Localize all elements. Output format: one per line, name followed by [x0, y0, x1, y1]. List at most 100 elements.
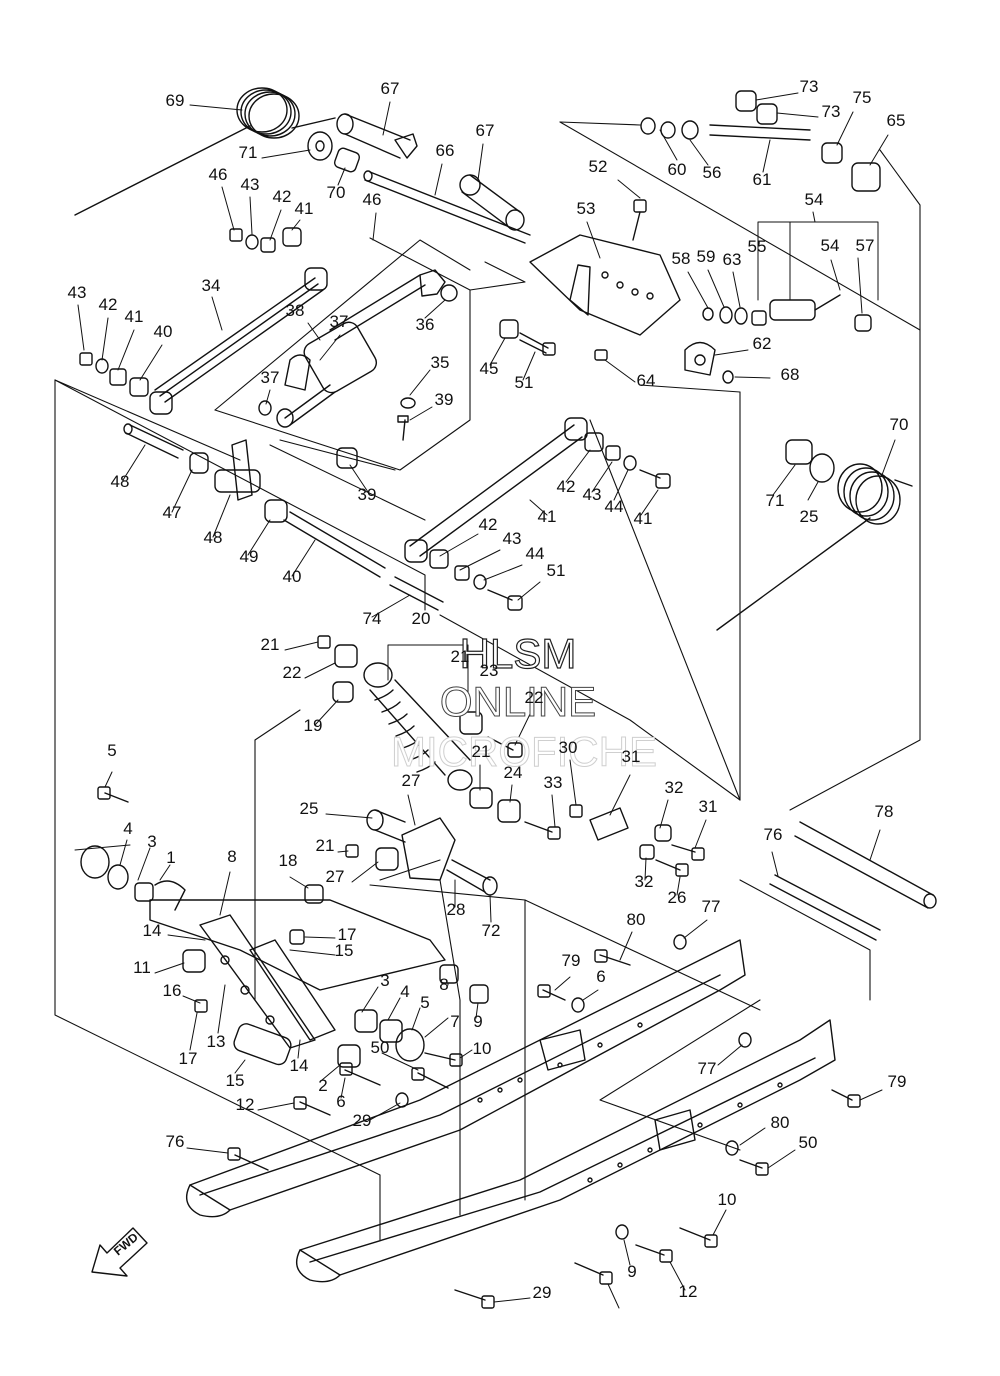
- part-callout-70: 70: [890, 415, 909, 434]
- part-callout-78: 78: [875, 802, 894, 821]
- part-callout-41: 41: [634, 509, 653, 528]
- part-callout-76: 76: [166, 1132, 185, 1151]
- part-callout-76: 76: [764, 825, 783, 844]
- part-callout-4: 4: [123, 819, 132, 838]
- part-callout-68: 68: [781, 365, 800, 384]
- part-callout-25: 25: [300, 799, 319, 818]
- part-callout-54: 54: [821, 236, 840, 255]
- part-callout-43: 43: [68, 283, 87, 302]
- part-callout-43: 43: [503, 529, 522, 548]
- part-callout-73: 73: [800, 77, 819, 96]
- part-callout-38: 38: [286, 301, 305, 320]
- part-callout-72: 72: [482, 921, 501, 940]
- part-callout-71: 71: [766, 491, 785, 510]
- rod-51-upper: [123, 423, 184, 459]
- part-callout-41: 41: [295, 199, 314, 218]
- part-callout-6: 6: [336, 1092, 345, 1111]
- part-callout-55: 55: [748, 237, 767, 256]
- part-callout-31: 31: [699, 797, 718, 816]
- part-callout-37: 37: [330, 312, 349, 331]
- part-callout-5: 5: [107, 741, 116, 760]
- part-callout-61: 61: [753, 170, 772, 189]
- fwd-arrow-icon: [91, 1227, 148, 1277]
- part-callout-36: 36: [416, 315, 435, 334]
- part-callout-46: 46: [209, 165, 228, 184]
- part-callout-44: 44: [526, 544, 545, 563]
- part-callout-43: 43: [583, 485, 602, 504]
- part-callout-73: 73: [822, 102, 841, 121]
- part-callout-42: 42: [479, 515, 498, 534]
- part-callout-77: 77: [698, 1059, 717, 1078]
- part-callout-70: 70: [327, 183, 346, 202]
- rocker-arm-26: [366, 809, 498, 896]
- part-callout-52: 52: [589, 157, 608, 176]
- part-callout-57: 57: [856, 236, 875, 255]
- part-callout-16: 16: [163, 981, 182, 1000]
- part-callout-41: 41: [538, 507, 557, 526]
- part-callout-9: 9: [627, 1262, 636, 1281]
- part-callout-13: 13: [207, 1032, 226, 1051]
- part-callout-42: 42: [273, 187, 292, 206]
- rear-shock-19: [363, 662, 473, 791]
- part-callout-32: 32: [665, 778, 684, 797]
- part-callout-51: 51: [547, 561, 566, 580]
- link-arm-40-lower: [404, 417, 588, 563]
- part-callout-42: 42: [99, 295, 118, 314]
- mount-bracket-52: [529, 234, 681, 336]
- part-callout-17: 17: [179, 1049, 198, 1068]
- part-callout-80: 80: [627, 910, 646, 929]
- part-callout-69: 69: [166, 91, 185, 110]
- torsion-spring-right: [716, 463, 913, 631]
- part-callout-14: 14: [290, 1056, 309, 1075]
- part-callout-28: 28: [447, 900, 466, 919]
- part-callout-39: 39: [358, 485, 377, 504]
- part-callout-75: 75: [853, 88, 872, 107]
- part-callout-10: 10: [718, 1190, 737, 1209]
- part-callout-34: 34: [202, 276, 221, 295]
- part-callout-67: 67: [381, 79, 400, 98]
- part-callout-77: 77: [702, 897, 721, 916]
- part-callout-64: 64: [637, 371, 656, 390]
- part-callout-7: 7: [450, 1012, 459, 1031]
- part-callout-22: 22: [525, 688, 544, 707]
- part-callout-62: 62: [753, 334, 772, 353]
- watermark-line-2: ONLINE: [440, 678, 596, 725]
- hardware-stack-upper: [229, 227, 302, 253]
- part-callout-21: 21: [261, 635, 280, 654]
- part-callout-47: 47: [163, 503, 182, 522]
- part-callout-43: 43: [241, 175, 260, 194]
- part-callout-32: 32: [635, 872, 654, 891]
- watermark-line-3: MICROFICHE: [391, 728, 657, 775]
- part-callout-66: 66: [436, 141, 455, 160]
- part-callout-3: 3: [147, 832, 156, 851]
- part-callout-49: 49: [240, 547, 259, 566]
- part-callout-60: 60: [668, 160, 687, 179]
- part-callout-20: 20: [412, 609, 431, 628]
- part-callout-2: 2: [318, 1076, 327, 1095]
- part-callout-37: 37: [261, 368, 280, 387]
- part-callout-5: 5: [420, 993, 429, 1012]
- part-callout-74: 74: [363, 609, 382, 628]
- part-callout-24: 24: [504, 763, 523, 782]
- part-callout-21: 21: [316, 836, 335, 855]
- part-callout-40: 40: [283, 567, 302, 586]
- torsion-spring-left: [74, 87, 336, 216]
- part-callout-10: 10: [473, 1039, 492, 1058]
- part-callout-11: 11: [133, 958, 151, 977]
- part-callout-29: 29: [533, 1283, 552, 1302]
- front-arm-assembly: [80, 786, 489, 1068]
- part-callout-4: 4: [400, 982, 409, 1001]
- part-callout-51: 51: [515, 373, 534, 392]
- part-callout-45: 45: [480, 359, 499, 378]
- part-callout-44: 44: [605, 497, 624, 516]
- fwd-label: FWD: [111, 1230, 141, 1259]
- part-callout-23: 23: [480, 661, 499, 680]
- part-callout-26: 26: [668, 888, 687, 907]
- link-arm-40-upper: [149, 267, 328, 415]
- part-callout-56: 56: [703, 163, 722, 182]
- part-callout-31: 31: [622, 747, 641, 766]
- part-callout-8: 8: [439, 975, 448, 994]
- part-callout-48: 48: [204, 528, 223, 547]
- part-callout-19: 19: [304, 716, 323, 735]
